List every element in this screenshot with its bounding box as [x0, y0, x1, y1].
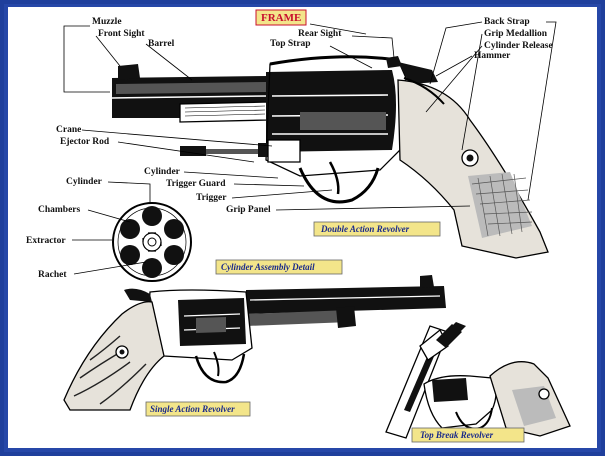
caption-box-double-action — [313, 221, 441, 237]
labels: FRAME Muzzle Front Sight Barrel Rear Sig… — [26, 9, 553, 280]
label-extractor: Extractor — [26, 236, 66, 246]
label-muzzle: Muzzle — [92, 17, 122, 27]
caption-box-top-break — [411, 427, 525, 443]
frame-label-box — [255, 9, 307, 26]
label-front-sight: Front Sight — [98, 29, 145, 39]
label-top-strap: Top Strap — [270, 39, 311, 49]
caption-box-cylinder-assembly — [215, 259, 343, 275]
label-trigger: Trigger — [196, 193, 227, 203]
single-action-revolver-drawing — [63, 275, 446, 411]
caption-cylinder-assembly: Cylinder Assembly Detail — [221, 262, 315, 272]
frame-label: FRAME — [261, 12, 301, 24]
double-action-revolver-drawing — [111, 55, 549, 259]
label-rear-sight: Rear Sight — [298, 29, 342, 39]
label-chambers: Chambers — [38, 205, 81, 215]
label-cylinder-detail: Cylinder — [66, 177, 103, 187]
label-grip-panel: Grip Panel — [226, 205, 271, 215]
label-ejector-rod: Ejector Rod — [60, 137, 110, 147]
label-cylinder-release: Cylinder Release — [484, 41, 553, 51]
captions: Double Action Revolver Cylinder Assembly… — [145, 221, 525, 443]
top-break-revolver-drawing — [385, 322, 571, 439]
label-cylinder: Cylinder — [144, 167, 181, 177]
label-barrel: Barrel — [148, 39, 175, 49]
caption-double-action: Double Action Revolver — [320, 224, 410, 234]
leader-lines — [63, 21, 557, 275]
label-crane: Crane — [56, 125, 81, 135]
caption-box-single-action — [145, 401, 251, 417]
label-trigger-guard: Trigger Guard — [166, 179, 226, 189]
caption-top-break: Top Break Revolver — [420, 430, 494, 440]
cylinder-assembly-drawing — [112, 202, 192, 282]
label-grip-medallion: Grip Medallion — [484, 29, 548, 39]
label-hammer: Hammer — [474, 51, 511, 61]
label-rachet: Rachet — [38, 270, 67, 280]
label-back-strap: Back Strap — [484, 17, 530, 27]
caption-single-action: Single Action Revolver — [150, 404, 235, 414]
